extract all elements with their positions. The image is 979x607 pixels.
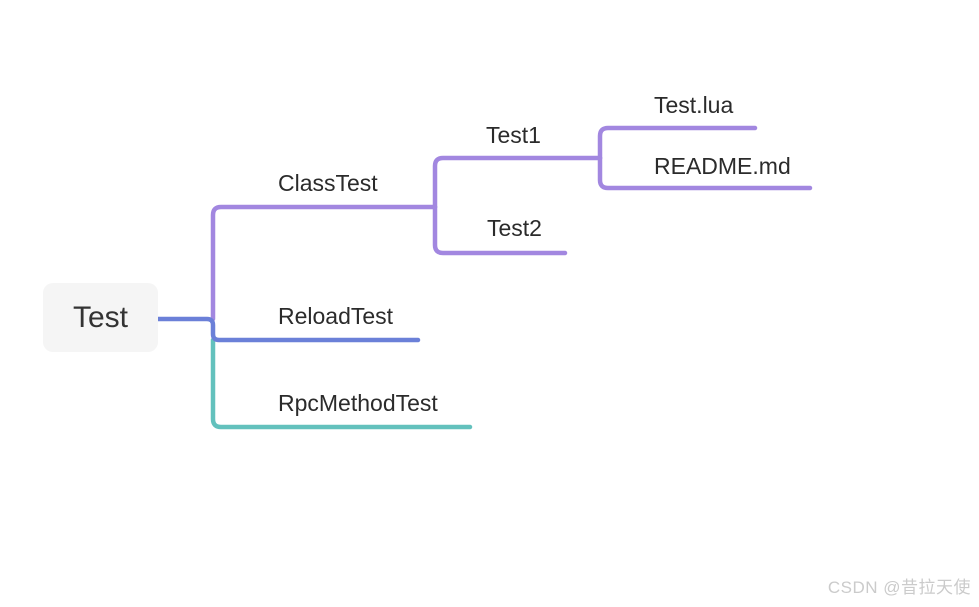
node-classtest[interactable]: ClassTest	[278, 170, 378, 196]
edge-test2	[432, 204, 568, 256]
edge-test-lua	[597, 125, 758, 161]
node-test[interactable]: Test	[43, 283, 158, 352]
node-test1[interactable]: Test1	[486, 122, 541, 148]
edge-reloadtest	[155, 316, 421, 343]
node-test2[interactable]: Test2	[487, 215, 542, 241]
edge-rpcmethodtest	[210, 337, 473, 430]
node-test-lua[interactable]: Test.lua	[654, 92, 734, 118]
node-reloadtest[interactable]: ReloadTest	[278, 303, 394, 329]
edge-readme-md	[597, 155, 813, 191]
node-test-label: Test	[72, 300, 129, 334]
node-readme-md[interactable]: README.md	[654, 153, 791, 179]
edge-test1	[432, 155, 603, 210]
node-rpcmethodtest[interactable]: RpcMethodTest	[278, 390, 438, 416]
watermark: CSDN @昔拉天使	[827, 578, 971, 597]
edge-classtest	[210, 204, 438, 322]
